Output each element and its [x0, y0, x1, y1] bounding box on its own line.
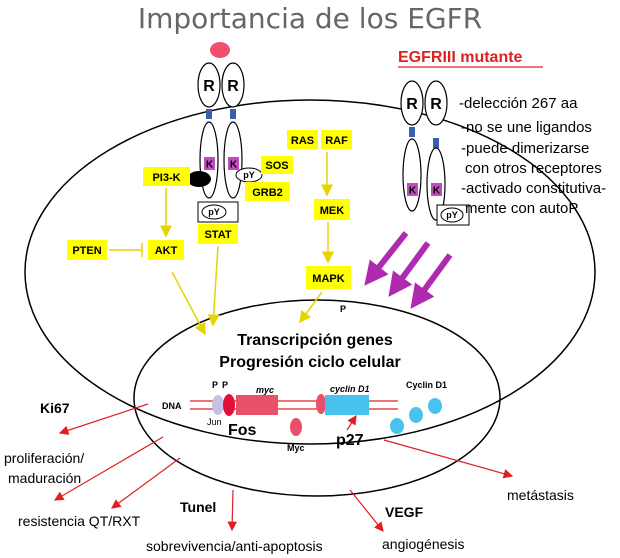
svg-text:AKT: AKT: [155, 245, 178, 257]
marker-vegf: VEGF: [385, 504, 424, 520]
kinase-label: K: [230, 160, 238, 171]
transmembrane-segment: [230, 109, 236, 119]
svg-text:RAS: RAS: [291, 135, 314, 147]
outcome-angiogenesis: angiogénesis: [382, 536, 465, 552]
kinase-domain: [228, 157, 239, 170]
signal-arrows: [109, 152, 334, 336]
mutant-note: -puede dimerizarse: [461, 140, 589, 157]
egfriii-mutant-receptor: R R K K pY: [400, 80, 470, 226]
mutant-title: EGFRIII mutante: [398, 49, 523, 66]
ligand: [210, 42, 230, 58]
svg-text:RAF: RAF: [325, 135, 348, 147]
outcome-maturation: maduración: [8, 470, 81, 486]
mutant-note: mente con autoP: [465, 200, 578, 217]
myc-protein-label: Myc: [287, 443, 305, 453]
pathway-box-mek: MEK: [314, 199, 350, 220]
egfr-receptor: R R K K pY pY: [187, 42, 263, 223]
myc-gene: [236, 395, 278, 415]
kinase-label: K: [433, 186, 441, 197]
pathway-box-grb2: GRB2: [245, 182, 290, 201]
p27-label: p27: [336, 432, 364, 449]
kinase-label: K: [409, 186, 417, 197]
kinase-label: K: [206, 160, 214, 171]
svg-text:SOS: SOS: [265, 160, 288, 172]
mutant-note: -no se une ligandos: [461, 119, 592, 136]
cyclin-d1-protein-label: Cyclin D1: [406, 380, 447, 390]
mutant-activation-arrows: [364, 231, 453, 309]
myc-protein: [290, 418, 302, 436]
mutant-note: -delección 267 aa: [459, 95, 578, 112]
pathway-box-akt: AKT: [148, 240, 184, 260]
svg-text:MAPK: MAPK: [312, 273, 344, 285]
phospho-p-label: P: [222, 380, 228, 390]
dna-label: DNA: [162, 401, 182, 411]
receptor-subunit-label: R: [227, 78, 239, 95]
pathway-box-sos: SOS: [261, 156, 293, 174]
fos-label: Fos: [228, 422, 257, 439]
mutant-note: con otros receptores: [465, 160, 602, 177]
outcome-proliferation: proliferación/: [4, 450, 84, 466]
kinase-domain: [204, 157, 215, 170]
pathway-box-stat: STAT: [198, 224, 238, 244]
receptor-subunit-label: R: [430, 96, 442, 113]
nucleus-title-1: Transcripción genes: [237, 332, 393, 349]
svg-text:MEK: MEK: [320, 205, 345, 217]
phospho-p-label: P: [340, 304, 346, 314]
marker-tunel: Tunel: [180, 499, 216, 515]
cyclin-d1-proteins: [390, 398, 442, 434]
receptor-subunit-label: R: [203, 78, 215, 95]
pathway-box-pten: PTEN: [67, 240, 107, 260]
p27-arrow: [346, 414, 357, 431]
outcome-resistance: resistencia QT/RXT: [18, 513, 141, 529]
nucleus-title-2: Progresión ciclo celular: [219, 354, 400, 371]
outcome-survival: sobrevivencia/anti-apoptosis: [146, 538, 323, 554]
pathway-box-pi3k: PI3-K: [143, 167, 190, 186]
pathway-box-raf: RAF: [321, 130, 352, 149]
outcome-metastasis: metástasis: [507, 487, 574, 503]
marker-ki67: Ki67: [40, 400, 70, 416]
fos-protein: [223, 394, 235, 416]
receptor-subunit-label: R: [406, 96, 418, 113]
phospho-tyrosine-label: pY: [208, 207, 220, 217]
transmembrane-segment: [206, 109, 212, 119]
svg-text:PI3-K: PI3-K: [152, 172, 180, 184]
svg-text:PTEN: PTEN: [72, 245, 101, 257]
pathway-box-mapk: MAPK: [306, 266, 351, 289]
jun-label: Jun: [207, 417, 222, 427]
cyclin-promoter: [316, 394, 326, 414]
pi3k-adaptor: [187, 171, 211, 187]
cyclin-d1-gene: [325, 395, 369, 415]
cyclin-d1-gene-label: cyclin D1: [330, 384, 370, 394]
svg-text:GRB2: GRB2: [252, 187, 283, 199]
outcome-arrows: [53, 403, 514, 532]
myc-gene-label: myc: [256, 385, 274, 395]
phospho-p-label: P: [212, 380, 218, 390]
phospho-tyrosine-label: pY: [446, 210, 458, 220]
cell-membrane: [24, 99, 596, 445]
svg-text:STAT: STAT: [204, 229, 231, 241]
page-title: Importancia de los EGFR: [138, 2, 482, 35]
mutant-note: -activado constitutiva-: [461, 180, 606, 197]
jun-protein: [212, 395, 224, 415]
pathway-box-ras: RAS: [287, 130, 318, 149]
phospho-tyrosine-label: pY: [243, 170, 255, 180]
